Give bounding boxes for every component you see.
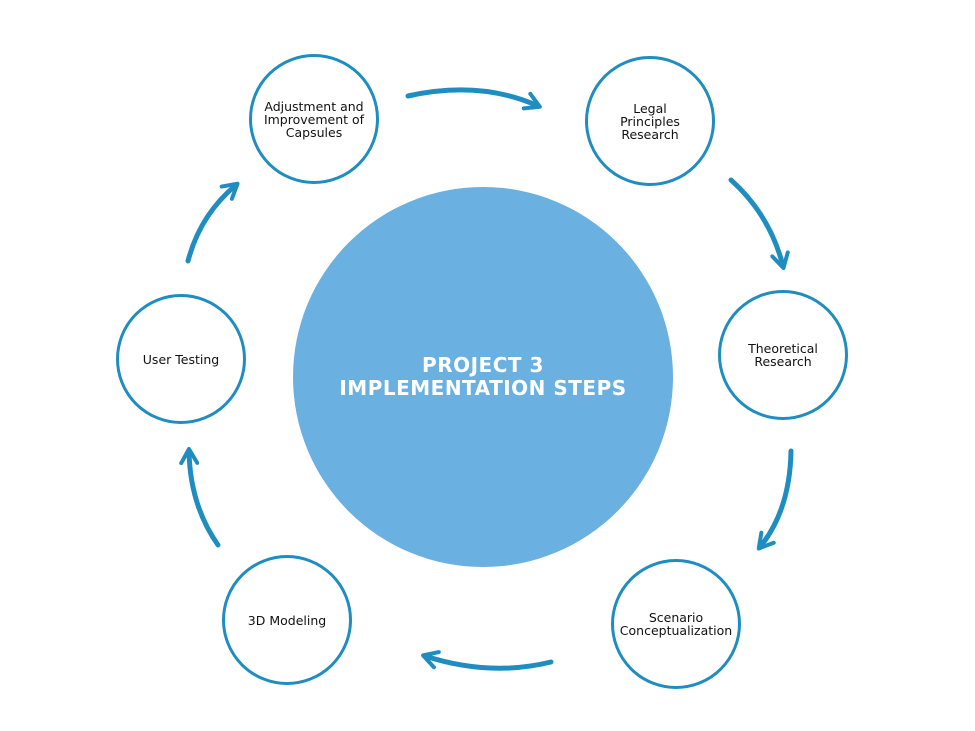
title-line-1: PROJECT 3: [422, 353, 544, 377]
step-theoretical-research: Theoretical Research: [718, 290, 848, 420]
step-label: Theoretical Research: [748, 341, 818, 369]
arrow-2: [728, 177, 790, 270]
arrow-4: [421, 650, 554, 671]
step-label: Scenario Conceptualization: [619, 610, 733, 638]
step-label: Adjustment and Improvement of Capsules: [263, 98, 365, 140]
arrow-5: [179, 447, 221, 548]
title-line-2: IMPLEMENTATION STEPS: [339, 376, 627, 400]
step-label: Legal Principles Research: [620, 100, 680, 142]
arrow-3: [756, 448, 794, 551]
step-adjustment: Adjustment and Improvement of Capsules: [249, 54, 379, 184]
step-label: User Testing: [142, 351, 220, 367]
step-scenario: Scenario Conceptualization: [611, 559, 741, 689]
step-user-testing: User Testing: [116, 294, 246, 424]
step-legal-research: Legal Principles Research: [585, 56, 715, 186]
arrow-1: [405, 87, 542, 111]
step-label: 3D Modeling: [247, 612, 327, 628]
arrow-6: [185, 181, 240, 264]
step-3d-modeling: 3D Modeling: [222, 555, 352, 685]
